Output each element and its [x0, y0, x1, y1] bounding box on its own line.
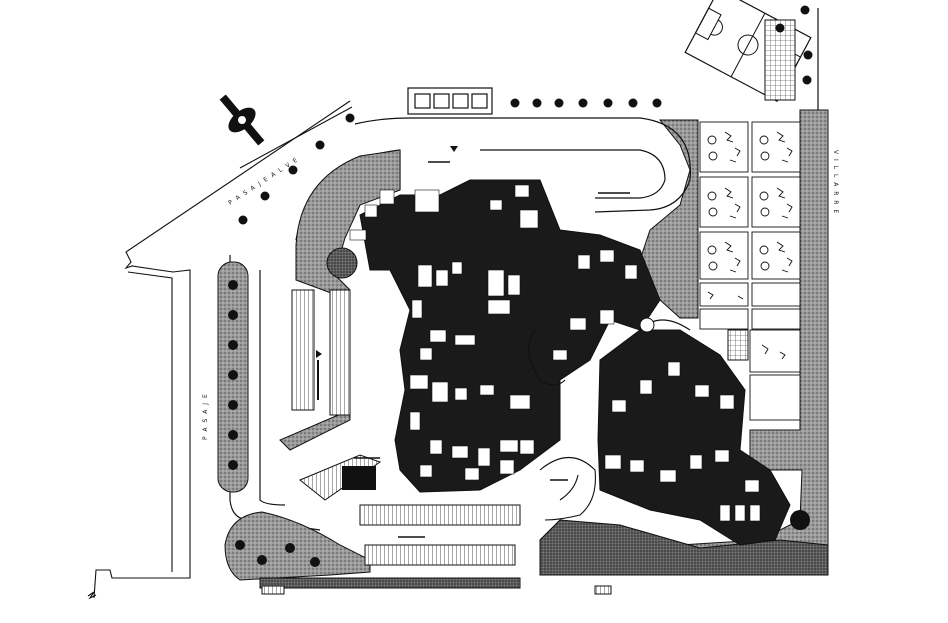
southeast-pavement	[539, 519, 829, 576]
south-parking	[259, 454, 521, 589]
north-arrow-symbol	[219, 94, 265, 146]
southwest-garden	[224, 511, 371, 581]
south-steps-left	[261, 585, 285, 595]
plaza-circle-center	[639, 317, 655, 333]
south-steps-right	[594, 585, 612, 595]
plot-plants	[707, 131, 793, 360]
tree-row-top	[238, 5, 813, 225]
west-strip-trees	[228, 280, 238, 470]
building-rooms	[349, 184, 761, 522]
west-garden	[279, 149, 401, 451]
curved-walkways	[528, 319, 691, 521]
sports-grid-strip	[764, 19, 796, 101]
west-parking	[291, 289, 351, 416]
plaza-circle-west	[326, 247, 358, 279]
entry-marker	[450, 146, 458, 152]
plot-grid-block	[727, 329, 749, 361]
southwest-trees	[235, 540, 320, 567]
street-label-right: V I L L A R R E	[832, 150, 839, 215]
garden-plot-grid	[699, 121, 801, 421]
street-label-left: P A S A J E	[202, 393, 209, 440]
annotation-lines	[354, 161, 630, 538]
service-building	[407, 87, 493, 115]
street-boundary	[87, 100, 353, 600]
plaza-circle-east	[790, 510, 810, 530]
